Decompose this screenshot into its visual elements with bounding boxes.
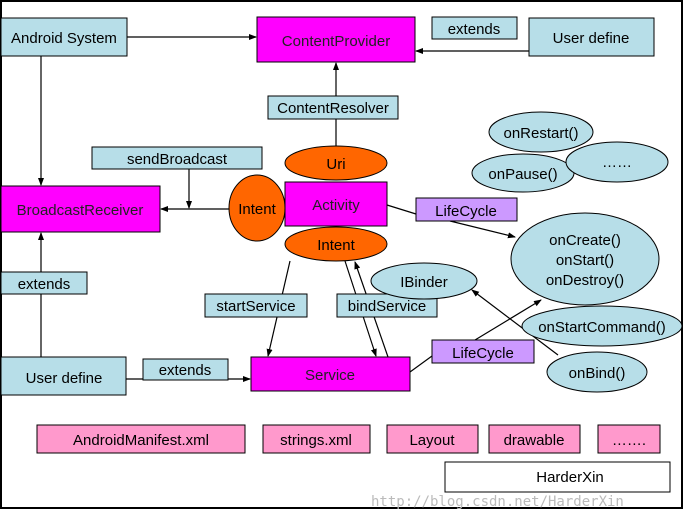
resource-drawable-text: drawable [504, 432, 565, 449]
lifecycle-activity-label: LifeCycle [415, 197, 518, 222]
start-service-label: startService [204, 293, 308, 318]
resource-drawable: drawable [488, 424, 581, 454]
on-start-command-text: onStartCommand() [538, 319, 666, 336]
on-bind-text: onBind() [569, 365, 626, 382]
on-restart-ellipse: onRestart() [488, 111, 594, 153]
extends-top-label: extends [431, 16, 518, 40]
extends-bottom-text: extends [159, 362, 212, 379]
uri-ellipse: Uri [284, 145, 388, 181]
ibinder-text: IBinder [400, 274, 448, 291]
uri-text: Uri [326, 156, 345, 173]
user-define-top-box: User define [528, 17, 655, 57]
intent-bottom-text: Intent [317, 237, 355, 254]
send-broadcast-label: sendBroadcast [91, 146, 263, 170]
lifecycle-service-text: LifeCycle [452, 345, 514, 362]
content-resolver-label: ContentResolver [267, 95, 399, 120]
on-start-command-ellipse: onStartCommand() [521, 305, 683, 347]
intent-left-ellipse: Intent [228, 174, 286, 242]
arrow-onbind-to-ibinder [471, 289, 559, 356]
activity-component: Activity [284, 181, 388, 227]
content-resolver-text: ContentResolver [277, 100, 389, 117]
resource-more-text: ……. [612, 432, 646, 449]
intent-bottom-ellipse: Intent [284, 226, 388, 262]
start-service-text: startService [216, 298, 295, 315]
more-methods-ellipse: …… [565, 141, 669, 183]
line-activity-lifecycle [386, 204, 417, 215]
content-provider-component: ContentProvider [256, 16, 416, 63]
broadcast-receiver-text: BroadcastReceiver [17, 202, 144, 219]
author-text: HarderXin [536, 469, 604, 486]
lifecycle-activity-text: LifeCycle [435, 203, 497, 220]
send-broadcast-text: sendBroadcast [127, 151, 228, 168]
ibinder-ellipse: IBinder [370, 262, 478, 300]
resource-layout: Layout [386, 424, 479, 454]
lifecycle-service-label: LifeCycle [431, 339, 535, 364]
resource-strings: strings.xml [262, 424, 371, 454]
on-create-ellipse: onCreate() onStart() onDestroy() [510, 212, 660, 306]
bind-service-text: bindService [348, 298, 426, 315]
resource-more: ……. [597, 424, 661, 454]
android-system-text: Android System [11, 30, 117, 47]
resource-strings-text: strings.xml [280, 432, 352, 449]
user-define-bottom-text: User define [26, 370, 103, 387]
content-provider-text: ContentProvider [282, 33, 390, 50]
resource-layout-text: Layout [409, 432, 455, 449]
user-define-bottom-box: User define [0, 356, 127, 396]
user-define-top-text: User define [553, 30, 630, 47]
extends-top-text: extends [448, 21, 501, 38]
on-pause-ellipse: onPause() [471, 153, 575, 193]
resource-android-manifest: AndroidManifest.xml [36, 424, 246, 454]
on-destroy-text: onDestroy() [546, 272, 624, 289]
more-methods-text: …… [602, 154, 632, 171]
extends-bottom-label: extends [142, 358, 229, 381]
bind-service-label: bindService [336, 293, 438, 318]
on-restart-text: onRestart() [503, 125, 578, 142]
android-system-box: Android System [0, 17, 128, 57]
line-service-lifecycle [409, 355, 433, 373]
on-start-text: onStart() [556, 252, 614, 269]
on-create-text: onCreate() [549, 232, 621, 249]
arrow-lifecycle-to-oncreate [449, 220, 516, 239]
broadcast-receiver-component: BroadcastReceiver [0, 185, 161, 233]
resource-android-manifest-text: AndroidManifest.xml [73, 432, 209, 449]
on-pause-text: onPause() [488, 166, 557, 183]
extends-left-text: extends [18, 276, 71, 293]
arrow-service-lifecycle-to-oncreate [474, 299, 542, 341]
author-box: HarderXin [444, 461, 671, 493]
intent-left-text: Intent [238, 201, 276, 218]
activity-text: Activity [312, 197, 360, 214]
extends-left-label: extends [0, 271, 88, 295]
watermark: http://blog.csdn.net/HarderXin [371, 494, 624, 510]
service-component: Service [250, 356, 411, 392]
service-text: Service [305, 367, 355, 384]
on-bind-ellipse: onBind() [546, 351, 648, 393]
